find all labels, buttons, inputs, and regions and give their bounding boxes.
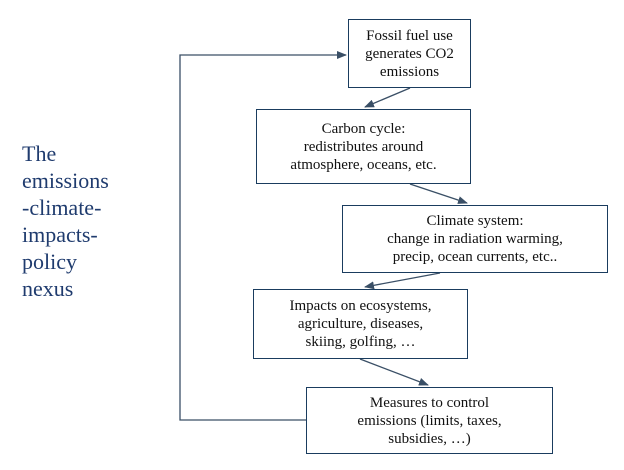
- box-line: Fossil fuel use: [366, 27, 453, 44]
- title-line: -climate-: [22, 195, 102, 220]
- feedback-loop-arrow: [179, 51, 347, 421]
- arrow-fossil-to-carbon: [364, 87, 411, 108]
- title-line: nexus: [22, 276, 74, 301]
- title-line: emissions: [22, 168, 109, 193]
- impacts-box: Impacts on ecosystems, agriculture, dise…: [253, 289, 468, 359]
- box-line: skiing, golfing, …: [305, 334, 416, 350]
- box-line: agriculture, diseases,: [297, 316, 424, 332]
- box-line: generates CO2: [365, 45, 454, 62]
- box-line: redistributes around: [303, 138, 424, 155]
- box-line: emissions (limits, taxes,: [357, 412, 502, 429]
- arrow-climate-to-impacts: [364, 272, 441, 290]
- box-line: Carbon cycle:: [321, 120, 406, 137]
- arrow-carbon-to-climate: [409, 183, 468, 204]
- title-line: impacts-: [22, 222, 98, 247]
- climate-system-box: Climate system: change in radiation warm…: [342, 205, 608, 273]
- box-line: Impacts on ecosystems,: [289, 298, 432, 314]
- box-line: subsidies, …): [388, 430, 471, 447]
- diagram-title: The emissions -climate- impacts- policy …: [22, 140, 132, 302]
- measures-box: Measures to control emissions (limits, t…: [306, 387, 553, 454]
- title-line: The: [22, 141, 57, 166]
- title-line: policy: [22, 249, 77, 274]
- box-line: Measures to control: [369, 394, 490, 411]
- box-line: precip, ocean currents, etc..: [392, 249, 558, 265]
- box-line: atmosphere, oceans, etc.: [290, 156, 437, 173]
- carbon-cycle-box: Carbon cycle: redistributes around atmos…: [256, 109, 471, 184]
- fossil-fuel-box: Fossil fuel use generates CO2 emissions: [348, 19, 471, 88]
- arrow-impacts-to-measures: [359, 358, 429, 386]
- box-line: Climate system:: [426, 213, 524, 229]
- box-line: change in radiation warming,: [387, 231, 563, 247]
- box-line: emissions: [379, 63, 440, 80]
